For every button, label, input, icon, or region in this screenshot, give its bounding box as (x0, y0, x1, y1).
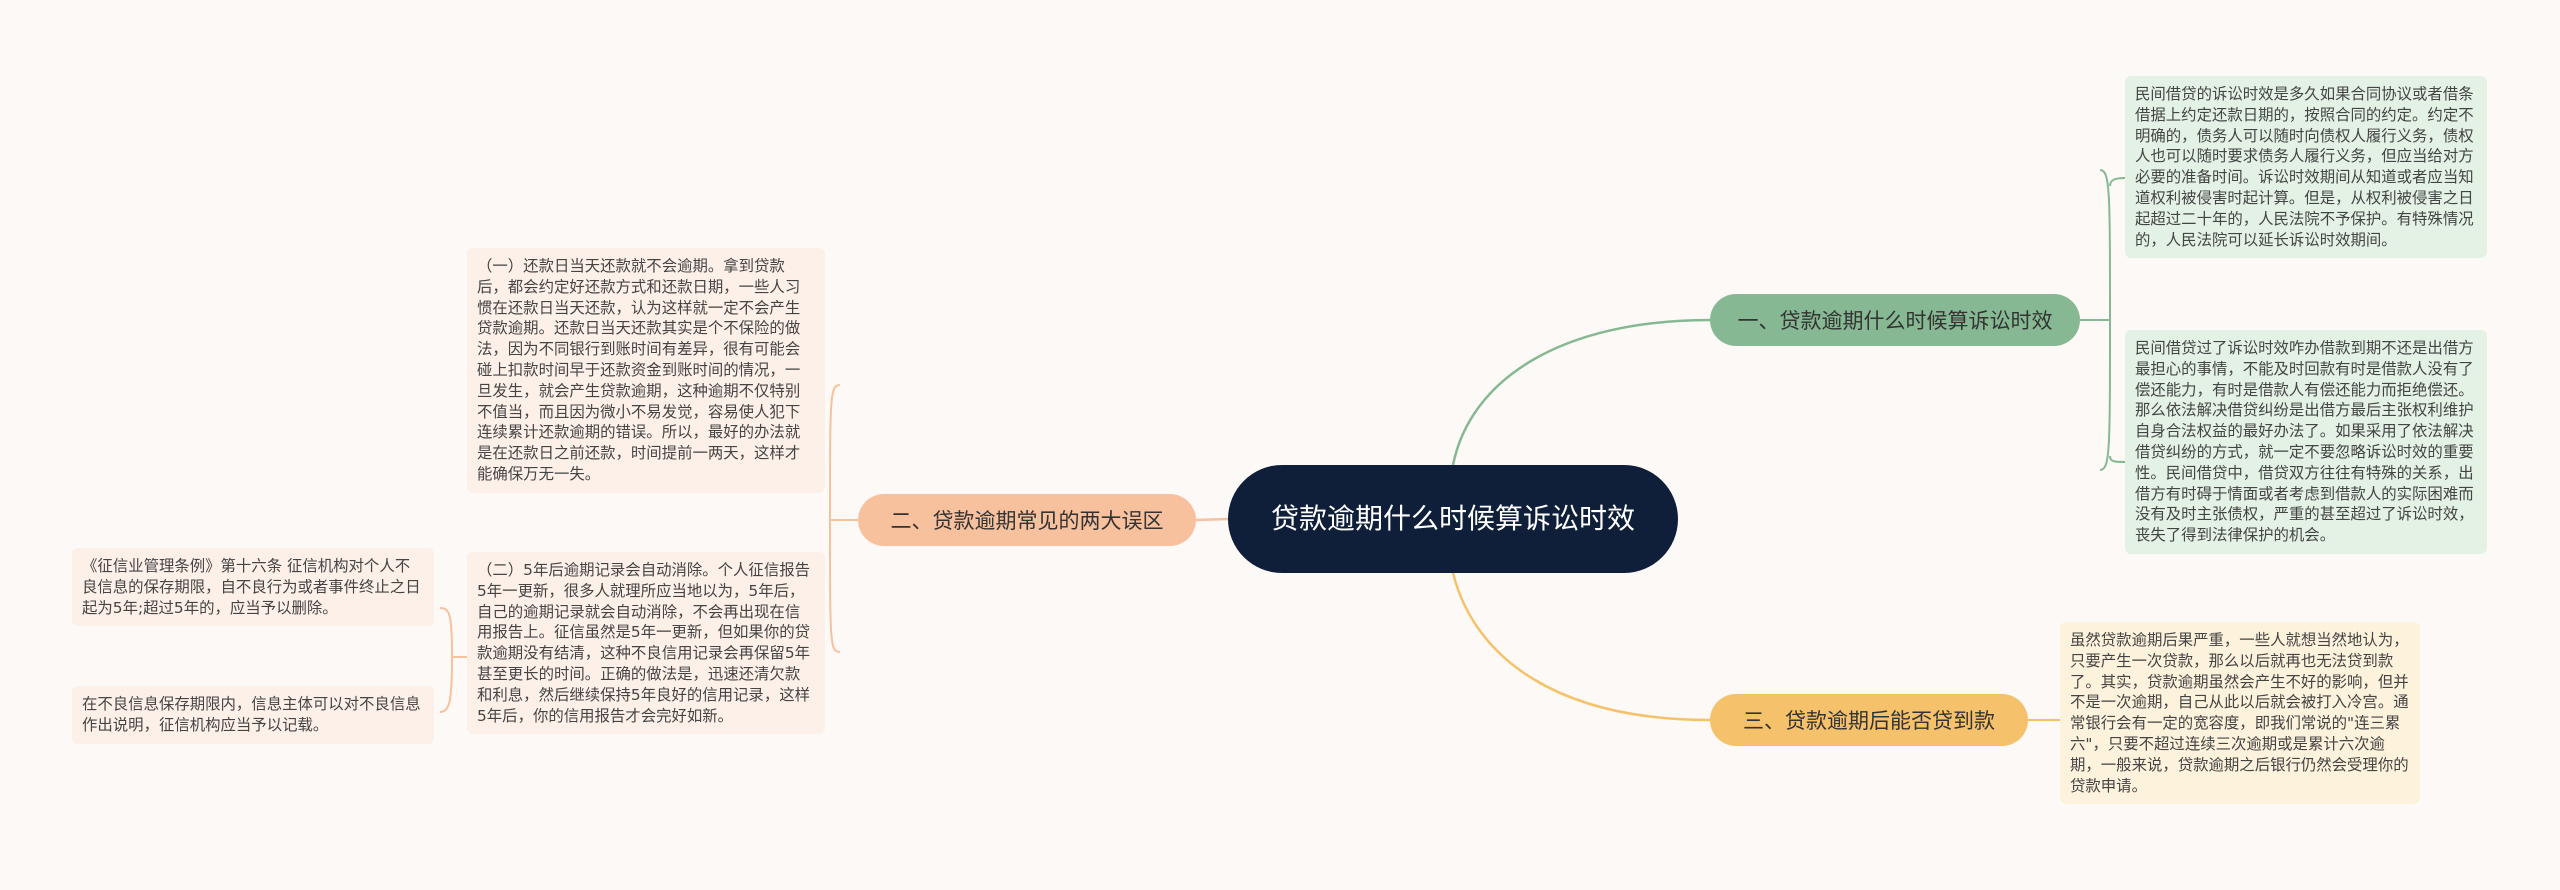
branch-2-leaf-1-text: （一）还款日当天还款就不会逾期。拿到贷款后，都会约定好还款方式和还款日期，一些人… (477, 257, 801, 483)
branch-3-leaf-1-text: 虽然贷款逾期后果严重，一些人就想当然地认为，只要产生一次贷款，那么以后就再也无法… (2070, 631, 2409, 795)
link-root-branch-3 (1451, 572, 1711, 722)
branch-2-leaf-2-text: （二）5年后逾期记录会自动消除。个人征信报告5年一更新，很多人就理所应当地以为，… (477, 561, 810, 725)
branch-2-leaf-2[interactable]: （二）5年后逾期记录会自动消除。个人征信报告5年一更新，很多人就理所应当地以为，… (467, 552, 825, 735)
branch-1-leaf-1-text: 民间借贷的诉讼时效是多久如果合同协议或者借条借据上约定还款日期的，按照合同的约定… (2135, 85, 2474, 249)
link-branch-2-bracket (829, 384, 841, 653)
link-root-branch-1 (1451, 318, 1711, 466)
branch-1-node[interactable]: 一、贷款逾期什么时候算诉讼时效 (1710, 294, 2080, 346)
sub-leaf-1[interactable]: 《征信业管理条例》第十六条 征信机构对个人不良信息的保存期限，自不良行为或者事件… (72, 548, 434, 627)
link-sub-bracket (439, 607, 454, 713)
branch-3-leaf-1[interactable]: 虽然贷款逾期后果严重，一些人就想当然地认为，只要产生一次贷款，那么以后就再也无法… (2060, 622, 2420, 805)
branch-1-leaf-2[interactable]: 民间借贷过了诉讼时效咋办借款到期不还是出借方最担心的事情，不能及时回款有时是借款… (2125, 330, 2487, 554)
branch-2-label: 二、贷款逾期常见的两大误区 (890, 509, 1164, 533)
sub-leaf-2[interactable]: 在不良信息保存期限内，信息主体可以对不良信息作出说明，征信机构应当予以记载。 (72, 686, 434, 744)
root-node[interactable]: 贷款逾期什么时候算诉讼时效 (1228, 465, 1678, 573)
branch-3-label: 三、贷款逾期后能否贷到款 (1743, 709, 1995, 733)
link-branch-1-leaf-2 (2109, 455, 2126, 463)
branch-2-leaf-1[interactable]: （一）还款日当天还款就不会逾期。拿到贷款后，都会约定好还款方式和还款日期，一些人… (467, 248, 825, 493)
sub-leaf-1-text: 《征信业管理条例》第十六条 征信机构对个人不良信息的保存期限，自不良行为或者事件… (82, 557, 421, 617)
branch-3-node[interactable]: 三、贷款逾期后能否贷到款 (1710, 694, 2028, 746)
branch-1-leaf-1[interactable]: 民间借贷的诉讼时效是多久如果合同协议或者借条借据上约定还款日期的，按照合同的约定… (2125, 76, 2487, 259)
link-root-branch-2 (1195, 517, 1229, 522)
branch-1-label: 一、贷款逾期什么时候算诉讼时效 (1737, 309, 2053, 333)
branch-1-leaf-2-text: 民间借贷过了诉讼时效咋办借款到期不还是出借方最担心的事情，不能及时回款有时是借款… (2135, 339, 2474, 545)
sub-leaf-2-text: 在不良信息保存期限内，信息主体可以对不良信息作出说明，征信机构应当予以记载。 (82, 695, 421, 734)
link-branch-1-leaf-1 (2109, 177, 2126, 187)
root-title: 贷款逾期什么时候算诉讼时效 (1270, 502, 1635, 535)
branch-2-node[interactable]: 二、贷款逾期常见的两大误区 (858, 494, 1196, 546)
